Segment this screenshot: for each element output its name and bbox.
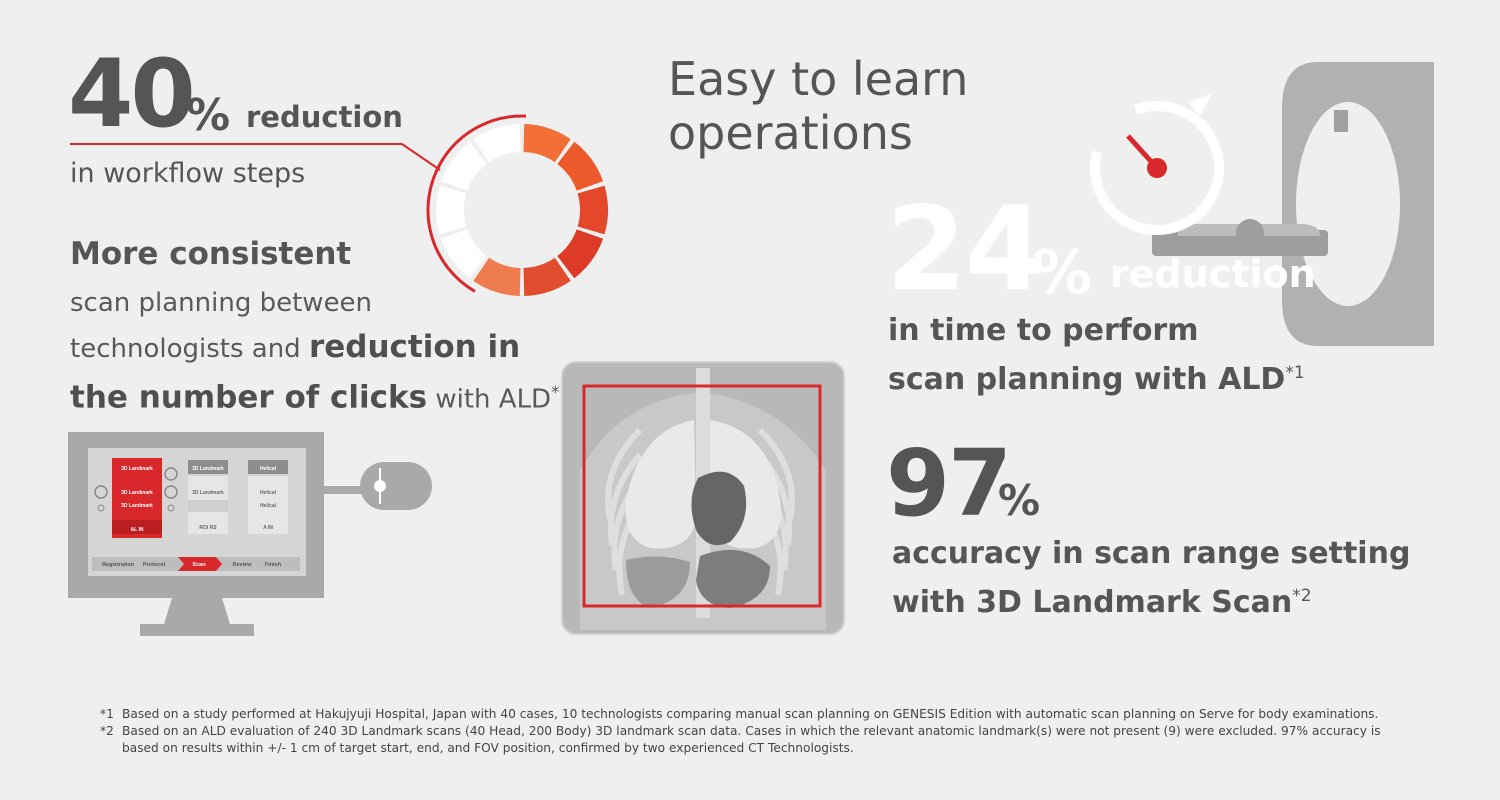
monitor-neck: [164, 598, 230, 624]
stat-40-label: reduction: [246, 100, 403, 134]
donut-segment: [577, 185, 609, 235]
stat-40-sub: in workflow steps: [70, 158, 306, 189]
patient-head: [1236, 219, 1264, 247]
timer-icon: [1090, 101, 1224, 235]
left-lung: [625, 420, 696, 549]
chest-scan-illustration: [561, 361, 845, 635]
liver: [626, 556, 690, 608]
stat-24-label: reduction: [1110, 252, 1316, 296]
scan-range-box: [582, 384, 822, 608]
donut-segment: [440, 229, 487, 279]
easy-line1: Easy to learn: [668, 52, 969, 106]
card2-item: [188, 500, 228, 512]
stat-24-ref: *1: [1285, 363, 1305, 383]
monitor-card2-item-text: 3D Landmark: [192, 490, 224, 496]
scan-border: [561, 361, 845, 635]
monitor-card2-foot: ROI RS: [199, 525, 217, 531]
stat-97-line2: with 3D Landmark Scan: [892, 585, 1293, 620]
footnotes: *1 Based on a study performed at Hakujyu…: [100, 706, 1400, 757]
stat-97-percent: %: [998, 476, 1041, 525]
consistent-line2-plain: technologists and: [70, 334, 309, 364]
monitor-card3-item-text-2: Helical: [260, 503, 277, 509]
monitor-card3-foot: A IN: [263, 525, 273, 531]
donut-segment: [523, 257, 571, 296]
easy-line2: operations: [668, 106, 913, 160]
monitor-card1-title: 3D Landmark: [121, 466, 153, 472]
stomach: [696, 549, 770, 608]
monitor-card1-item-2: 3D Landmark: [121, 503, 153, 509]
donut-segment: [440, 141, 487, 191]
consistent-line2: technologists and reduction in: [70, 325, 590, 371]
stat-24-line2: scan planning with ALD: [888, 362, 1286, 397]
footnote-1-mark: *1: [100, 707, 114, 721]
edit-icon: [164, 467, 178, 481]
monitor-card3-item-text: Helical: [260, 490, 277, 496]
donut-segment: [557, 229, 604, 279]
footnote-2-text: Based on an ALD evaluation of 240 3D Lan…: [122, 724, 1381, 755]
consistent-line2-bold: reduction in: [308, 329, 521, 365]
workflow-donut: [70, 114, 618, 306]
stat-24-percent: %: [1032, 238, 1093, 308]
consistent-title: More consistent: [70, 236, 352, 272]
stat-97-ref: *2: [1292, 586, 1312, 606]
card-red-foot: [112, 520, 162, 534]
mouse-icon: [360, 462, 432, 510]
stat-24-line1: in time to perform: [888, 313, 1199, 348]
card2-header: [188, 460, 228, 474]
ct-scanner-illustration: [1090, 62, 1434, 346]
donut-outline: [426, 114, 618, 306]
consistent-line1: scan planning between: [70, 288, 373, 318]
footnote-2: *2 Based on an ALD evaluation of 240 3D …: [100, 723, 1400, 757]
connector-line: [70, 143, 441, 171]
footnote-2-mark: *2: [100, 724, 114, 738]
stat-24-value: 24: [886, 182, 1045, 317]
footnote-1-text: Based on a study performed at Hakujyuji …: [122, 707, 1379, 721]
card3-header: [248, 460, 288, 474]
donut-segment: [473, 257, 521, 296]
monitor-step-registration: Registration: [102, 562, 135, 568]
consistent-line3-plain: with ALD: [427, 384, 552, 415]
stat-97-sub: accuracy in scan range setting with 3D L…: [892, 533, 1452, 624]
footnote-1: *1 Based on a study performed at Hakujyu…: [100, 706, 1400, 723]
monitor-step-protocol: Protocol: [143, 562, 166, 568]
timer-arrow: [1188, 94, 1212, 116]
consistent-line3-bold: the number of clicks: [70, 379, 428, 416]
donut-segment: [436, 185, 467, 235]
step-bar-active: [178, 557, 222, 571]
small-dot-icon-2: [167, 504, 175, 512]
timer-center: [1147, 158, 1167, 178]
donut-segment: [557, 141, 604, 191]
donut-segment: [523, 124, 571, 163]
donut-segment: [473, 124, 521, 163]
monitor-step-review: Review: [233, 562, 253, 568]
monitor-step-finish: Finish: [265, 562, 282, 568]
consistent-body: scan planning between technologists and …: [70, 281, 590, 422]
consistent-line3: the number of clicks with ALD*1: [70, 371, 590, 422]
patient-table: [1152, 230, 1328, 256]
monitor-step-scan: Scan: [192, 562, 206, 568]
monitor-card1-foot: AL IN: [131, 527, 144, 533]
monitor-base: [140, 624, 254, 636]
monitor-card3-title: Helical: [260, 466, 277, 472]
stat-24-sub: in time to perform scan planning with AL…: [888, 310, 1308, 401]
monitor-card2-title: 3D Landmark: [192, 466, 224, 472]
stat-97-value: 97: [886, 430, 1012, 537]
left-arrow-icon: [94, 485, 108, 499]
heart: [691, 471, 747, 546]
ct-laser: [1334, 110, 1348, 132]
easy-heading: Easy to learn operations: [668, 52, 988, 160]
monitor-card1-item: 3D Landmark: [121, 490, 153, 496]
stat-40-value: 40: [68, 40, 196, 149]
stat-40-percent: %: [186, 90, 231, 141]
monitor-illustration: 3D Landmark 3D Landmark 3D Landmark AL IN 3D…: [68, 432, 432, 636]
move-icon: [164, 485, 178, 499]
mouse-wheel: [374, 480, 386, 492]
stat-97-line1: accuracy in scan range setting: [892, 536, 1411, 571]
card3-body: [248, 476, 288, 534]
small-dot-icon: [97, 504, 105, 512]
